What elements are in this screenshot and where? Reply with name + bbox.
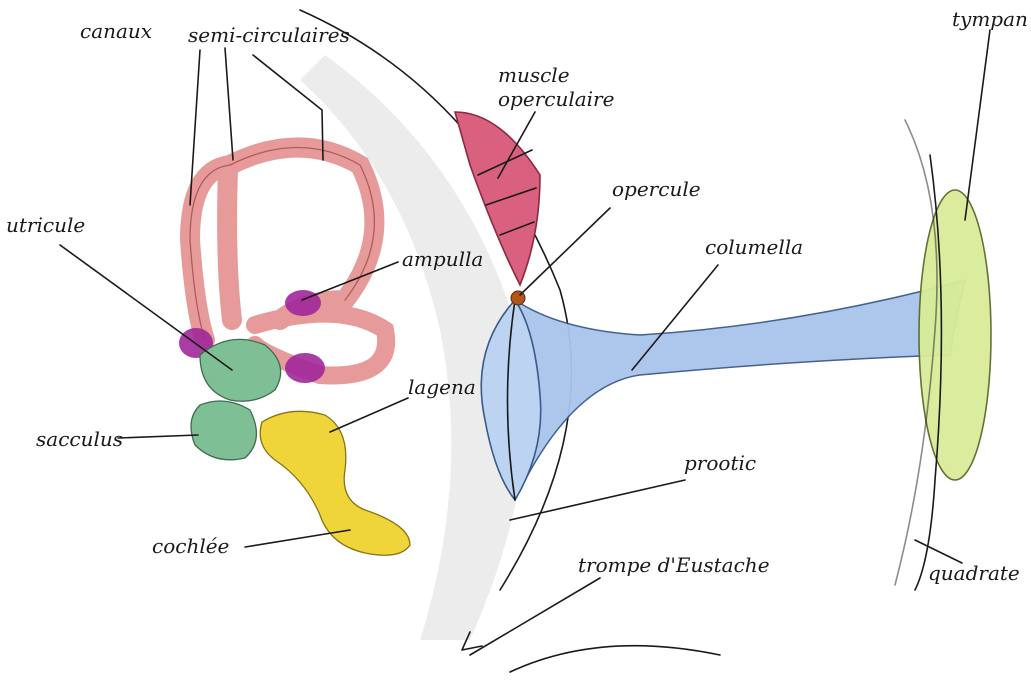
label-sacculus: sacculus: [36, 427, 123, 451]
leader-tympan: [965, 30, 990, 220]
label-operculaire: operculaire: [498, 87, 614, 111]
label-prootic: prootic: [684, 451, 756, 475]
label-tympan: tympan: [952, 7, 1028, 31]
leader-canaux-2: [225, 48, 233, 160]
label-opercule: opercule: [612, 177, 701, 201]
semicircular-canals: [190, 148, 386, 376]
leader-lagena: [330, 398, 408, 432]
tympan-membrane: [919, 190, 991, 480]
leader-prootic: [510, 480, 685, 520]
label-quadrate: quadrate: [928, 561, 1020, 585]
sacculus-body: [191, 401, 256, 460]
label-muscle: muscle: [498, 63, 570, 87]
lower-jaw-curve: [510, 646, 720, 672]
leader-quadrate: [915, 540, 962, 563]
label-cochlee: cochlée: [152, 534, 229, 558]
cochlea-body: [260, 411, 410, 555]
ampulla-lower: [285, 353, 325, 383]
label-semi-circulaires: semi-circulaires: [188, 23, 350, 47]
label-utricule: utricule: [6, 213, 85, 237]
label-canaux: canaux: [80, 19, 152, 43]
leader-sacculus: [118, 435, 198, 438]
label-ampulla: ampulla: [402, 247, 483, 271]
label-columella: columella: [705, 235, 803, 259]
label-lagena: lagena: [408, 375, 476, 399]
utricule-body: [200, 339, 281, 401]
label-trompe: trompe d'Eustache: [578, 553, 770, 577]
